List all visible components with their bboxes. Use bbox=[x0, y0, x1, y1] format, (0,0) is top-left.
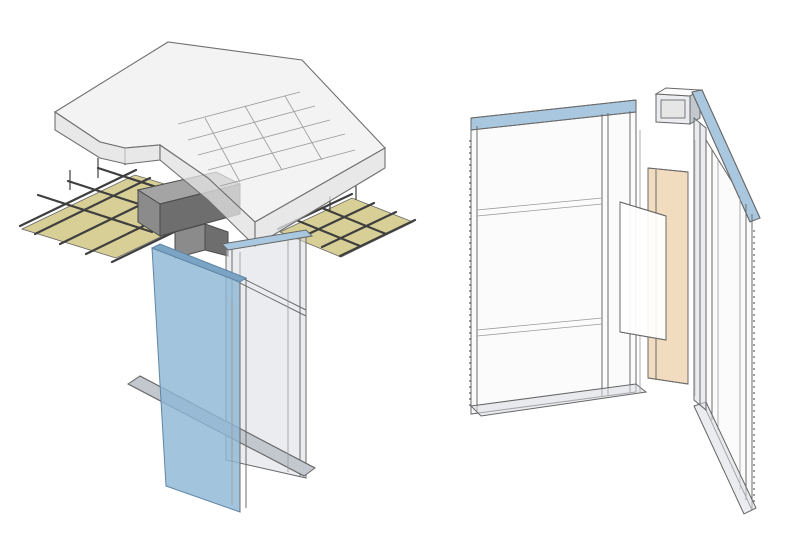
glass-panel-face bbox=[151, 247, 241, 513]
slab-rib-cross bbox=[284, 95, 323, 161]
slab-rib bbox=[207, 133, 346, 171]
corner-assembly-panel bbox=[469, 87, 761, 515]
ceiling-grid-runner bbox=[298, 201, 376, 240]
left-wall-face bbox=[470, 109, 637, 415]
slab-rib bbox=[219, 149, 356, 187]
ceiling-tile-grid-right bbox=[276, 186, 417, 258]
duct-drop-side bbox=[204, 223, 229, 257]
ceiling-grid-runner bbox=[18, 168, 138, 228]
frame-header-track bbox=[220, 229, 314, 251]
ceiling-grid-runner bbox=[320, 210, 398, 249]
header-edge bbox=[470, 99, 637, 119]
sliding-panel-edge bbox=[619, 331, 667, 341]
left-wall-base bbox=[469, 383, 648, 417]
slab-rib-cross bbox=[204, 117, 241, 183]
slab-rib bbox=[177, 91, 301, 125]
sliding-panel-face bbox=[619, 201, 667, 341]
sliding-panel-edge bbox=[619, 201, 667, 217]
exploded-assembly-panel bbox=[18, 41, 417, 513]
concrete-slab bbox=[53, 41, 386, 248]
opening-edge bbox=[647, 377, 689, 385]
ceiling-grid-runner bbox=[33, 176, 152, 236]
sliding-panel bbox=[619, 201, 667, 341]
ceiling-grid-tee bbox=[36, 193, 154, 234]
ceiling-grid-tee bbox=[294, 218, 362, 248]
header-edge bbox=[701, 89, 761, 219]
ceiling-grid-tee bbox=[320, 206, 388, 236]
left-wall-transom bbox=[476, 197, 603, 211]
vent-grille bbox=[660, 99, 686, 119]
slab-rib bbox=[197, 119, 331, 156]
corner-post bbox=[693, 116, 707, 412]
left-wall-transom bbox=[476, 203, 603, 217]
glass-panel bbox=[150, 243, 248, 513]
ceiling-grid-runner bbox=[338, 218, 417, 258]
slab-rib-cross bbox=[244, 105, 283, 171]
left-wall-transom bbox=[476, 323, 603, 337]
left-wall-transom bbox=[476, 317, 603, 331]
left-wall bbox=[469, 99, 648, 417]
opening-edge bbox=[647, 167, 689, 173]
